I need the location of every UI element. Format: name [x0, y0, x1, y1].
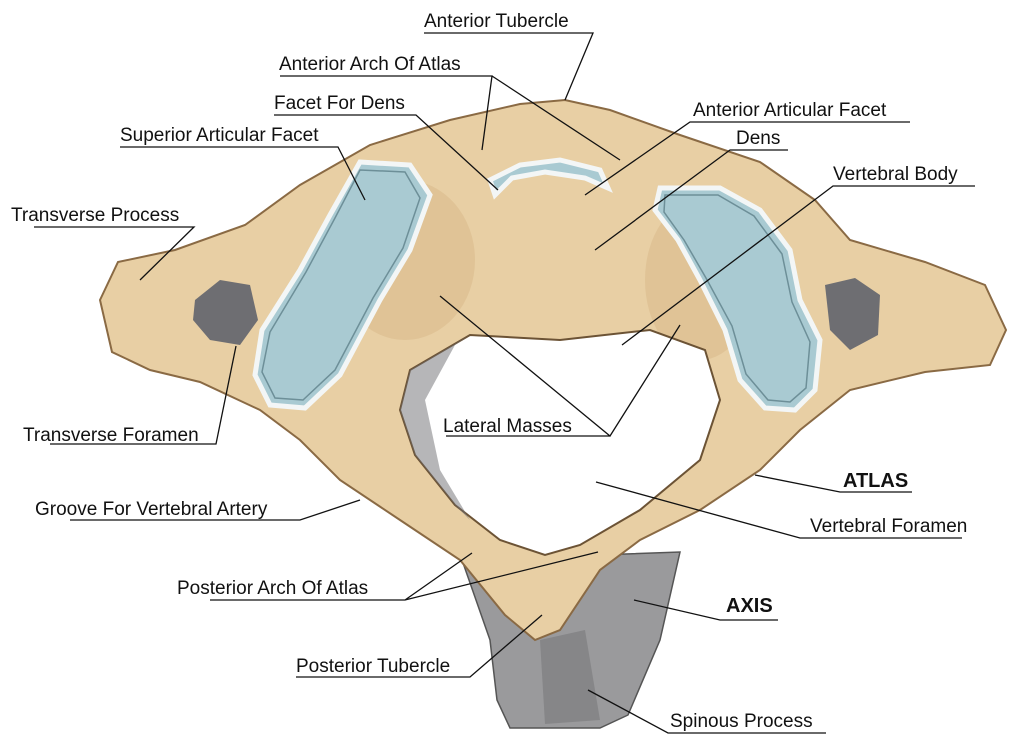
leader-transverse-foramen	[50, 345, 237, 445]
facet-for-dens-shape	[486, 157, 613, 200]
leader-anterior-arch	[280, 75, 621, 161]
leader-posterior-arch	[210, 551, 599, 601]
leader-transverse-process	[34, 226, 196, 281]
leader-vertebral-foramen	[595, 481, 962, 539]
label-transverse-foramen: Transverse Foramen	[23, 425, 199, 446]
label-facet-for-dens: Facet For Dens	[274, 93, 405, 114]
foramen-inner-shadow	[400, 335, 470, 520]
leader-dens	[594, 149, 788, 251]
label-posterior-arch-of-atlas: Posterior Arch Of Atlas	[177, 578, 368, 599]
leader-vertebral-body	[621, 185, 975, 346]
superior-articular-facet-left	[252, 159, 433, 411]
facet-right-edge	[663, 194, 811, 403]
leader-anterior-articular-facet	[584, 121, 910, 196]
label-axis: AXIS	[726, 595, 773, 617]
label-anterior-arch-of-atlas: Anterior Arch Of Atlas	[279, 54, 461, 75]
leader-lines	[34, 32, 975, 734]
transverse-foramen-left	[193, 280, 258, 345]
label-posterior-tubercle: Posterior Tubercle	[296, 656, 450, 677]
label-vertebral-body: Vertebral Body	[833, 164, 958, 185]
leader-spinous-process	[587, 689, 826, 734]
spinous-process-cleft	[540, 630, 600, 724]
label-vertebral-foramen: Vertebral Foramen	[810, 516, 967, 537]
leader-anterior-tubercle	[424, 32, 594, 101]
label-groove-for-vertebral-artery: Groove For Vertebral Artery	[35, 499, 268, 520]
leader-lateral-masses	[439, 295, 681, 437]
label-superior-articular-facet: Superior Articular Facet	[120, 125, 319, 146]
leader-atlas	[754, 474, 912, 493]
leader-superior-articular-facet	[120, 146, 366, 201]
label-spinous-process: Spinous Process	[670, 711, 813, 732]
leader-facet-for-dens	[274, 114, 499, 191]
facet-left-edge	[261, 169, 421, 401]
atlas-vertebra	[98, 98, 1008, 642]
label-transverse-process: Transverse Process	[11, 205, 179, 226]
transverse-foramen-right	[825, 278, 880, 350]
leader-groove-vertebral-artery	[70, 499, 361, 521]
leader-posterior-tubercle	[296, 614, 543, 678]
superior-articular-facet-right	[652, 185, 823, 413]
label-anterior-tubercle: Anterior Tubercle	[424, 11, 569, 32]
label-anterior-articular-facet: Anterior Articular Facet	[693, 100, 887, 121]
leader-axis	[633, 599, 778, 621]
label-dens: Dens	[736, 128, 780, 149]
label-lateral-masses: Lateral Masses	[443, 416, 572, 437]
label-atlas: ATLAS	[843, 470, 908, 492]
labels: Anterior Tubercle Anterior Arch Of Atlas…	[11, 11, 967, 732]
